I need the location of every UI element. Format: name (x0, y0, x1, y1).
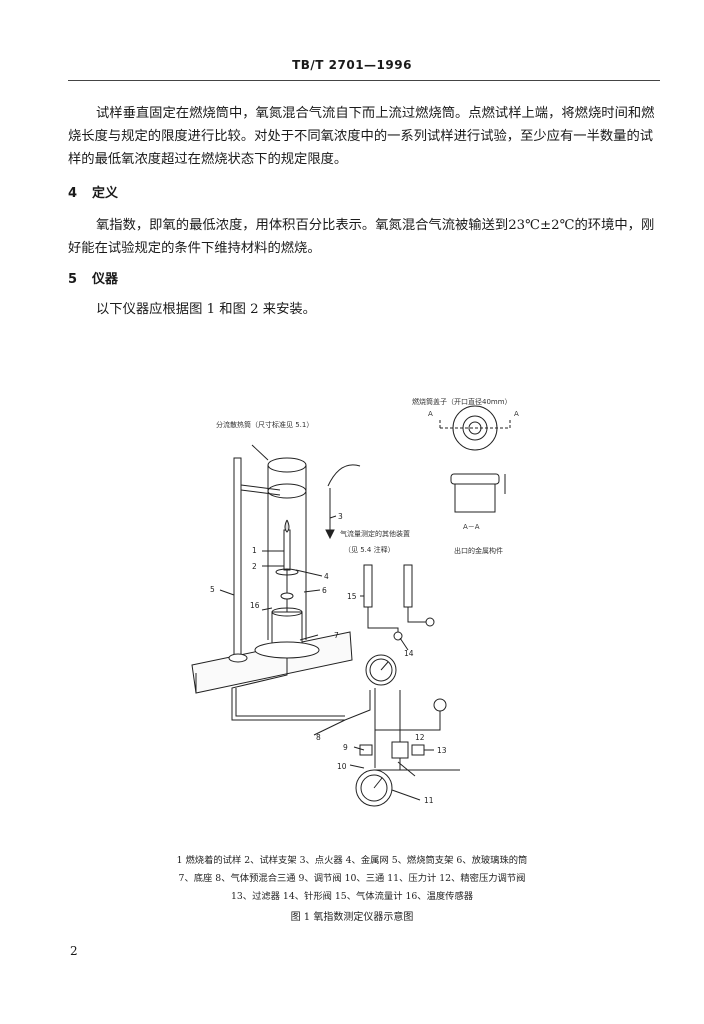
burning-specimen (283, 529, 291, 571)
part-number-4: 4 (324, 572, 329, 581)
figure-legend-line-2: 7、底座 8、气体预混合三通 9、调节阀 10、三通 11、压力计 12、精密压… (178, 873, 526, 884)
gas-pipe (231, 658, 371, 721)
part-number-7: 7 (334, 631, 339, 640)
chimney-top (267, 457, 307, 473)
stand-rod (233, 457, 242, 659)
part-number-10: 10 (337, 762, 347, 771)
header-rule (68, 80, 660, 81)
section-number: 5 (68, 272, 78, 287)
part-number-3: 3 (338, 512, 343, 521)
label-chimney-diffuser: 分流散热筒（尺寸标准见 5.1） (216, 420, 313, 429)
part-number-14: 14 (404, 649, 414, 658)
regulating-valve (359, 744, 373, 756)
part-number-15: 15 (347, 592, 357, 601)
chimney-base (254, 641, 320, 659)
part-number-13: 13 (437, 746, 447, 755)
section-title: 仪器 (92, 272, 119, 287)
label-section-a-left: A (428, 410, 433, 418)
part-number-16: 16 (250, 601, 260, 610)
paragraph-apparatus-intro: 以下仪器应根据图 1 和图 2 来安装。 (96, 302, 316, 317)
flow-meter-left (363, 564, 373, 608)
figure-legend-line-3: 13、过滤器 14、针形阀 15、气体流量计 16、温度传感器 (230, 891, 474, 902)
part-number-1: 1 (252, 546, 257, 555)
part-number-8: 8 (316, 733, 321, 742)
gas-filter (411, 744, 425, 756)
part-number-6: 6 (322, 586, 327, 595)
part-number-5: 5 (210, 585, 215, 594)
label-section-aa: A－A (463, 523, 480, 531)
part-number-2: 2 (252, 562, 257, 571)
chimney-ring (267, 483, 307, 499)
page-number: 2 (70, 944, 78, 958)
stand-foot (228, 653, 248, 663)
figure-caption: 图 1 氧指数测定仪器示意图 (290, 912, 414, 923)
section-number: 4 (68, 186, 78, 201)
section-heading-definition: 4 定义 (68, 182, 118, 201)
part-number-9: 9 (343, 743, 348, 752)
paragraph-definition: 氧指数，即氧的最低浓度，用体积百分比表示。氧氮混合气流被输送到23℃±2℃的环境… (68, 218, 655, 256)
part-number-12: 12 (415, 733, 425, 742)
label-chimney-cap: 燃烧筒盖子（开口直径40mm） (412, 397, 512, 406)
section-title: 定义 (92, 186, 119, 201)
temperature-sensor (280, 592, 294, 600)
metal-mesh (275, 568, 299, 576)
precision-regulator (391, 741, 409, 759)
label-section-a-right: A (514, 410, 519, 418)
clamp-arm (240, 484, 281, 491)
igniter (327, 464, 361, 530)
paragraph-principle: 试样垂直固定在燃烧筒中，氧氮混合气流自下而上流过燃烧筒。点燃试样上端，将燃烧时间… (68, 106, 655, 167)
flame (284, 519, 290, 533)
part-number-11: 11 (424, 796, 434, 805)
figure-legend-line-1: 1 燃烧着的试样 2、试样支架 3、点火器 4、金属网 5、燃烧筒支架 6、放玻… (176, 855, 528, 866)
label-flow-note-ref: （见 5.4 注释） (344, 545, 395, 554)
label-outlet-fitting: 出口的金属构件 (454, 546, 503, 555)
chimney-cap-section (454, 481, 496, 513)
section-heading-apparatus: 5 仪器 (68, 268, 118, 287)
oxygen-index-apparatus-diagram: 分流散热筒（尺寸标准见 5.1） 燃烧筒盖子（开口直径40mm） A A A－A… (191, 397, 519, 807)
flow-meter-right (403, 564, 413, 608)
label-flow-note: 气流量测定的其他装置 (340, 529, 410, 538)
standard-number-header: TB/T 2701—1996 (292, 58, 412, 72)
